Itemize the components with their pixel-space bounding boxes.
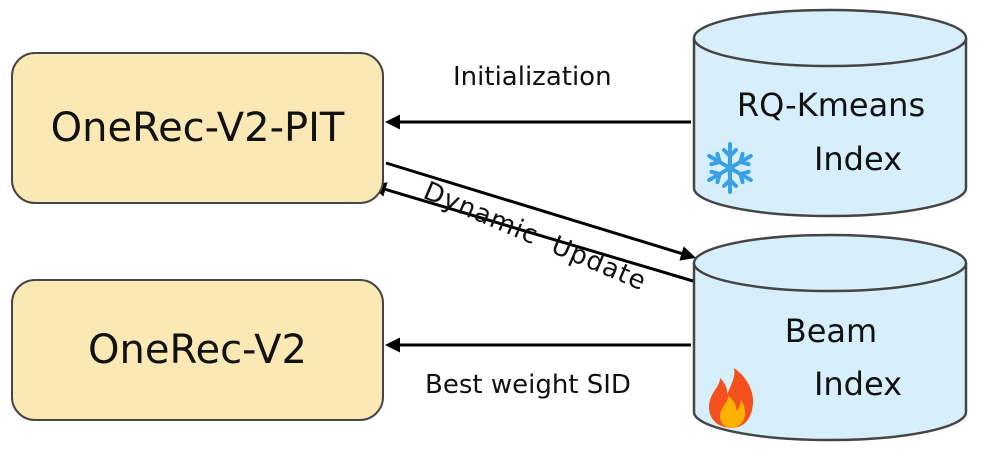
initialization-label: Initialization — [453, 62, 612, 92]
onerec-v2-label: OneRec-V2 — [88, 327, 307, 373]
rq-kmeans-label: RQ-Kmeans — [736, 86, 926, 124]
beam-index-cylinder — [692, 233, 968, 442]
rq-index-label: Index — [813, 140, 903, 178]
rq-kmeans-index-cylinder — [692, 8, 968, 218]
onerec-v2-pit-label: OneRec-V2-PIT — [50, 105, 345, 151]
onerec-v2-box: OneRec-V2 — [11, 279, 384, 421]
beam-index-label: Index — [813, 365, 903, 403]
best-weight-sid-label: Best weight SID — [425, 370, 631, 400]
beam-label: Beam — [784, 312, 878, 350]
dynamic-update-arrow — [385, 161, 696, 261]
snowflake-icon — [707, 142, 753, 194]
beam-feedback-arrow — [371, 182, 694, 283]
fire-icon — [708, 368, 754, 428]
onerec-v2-pit-box: OneRec-V2-PIT — [11, 52, 384, 204]
